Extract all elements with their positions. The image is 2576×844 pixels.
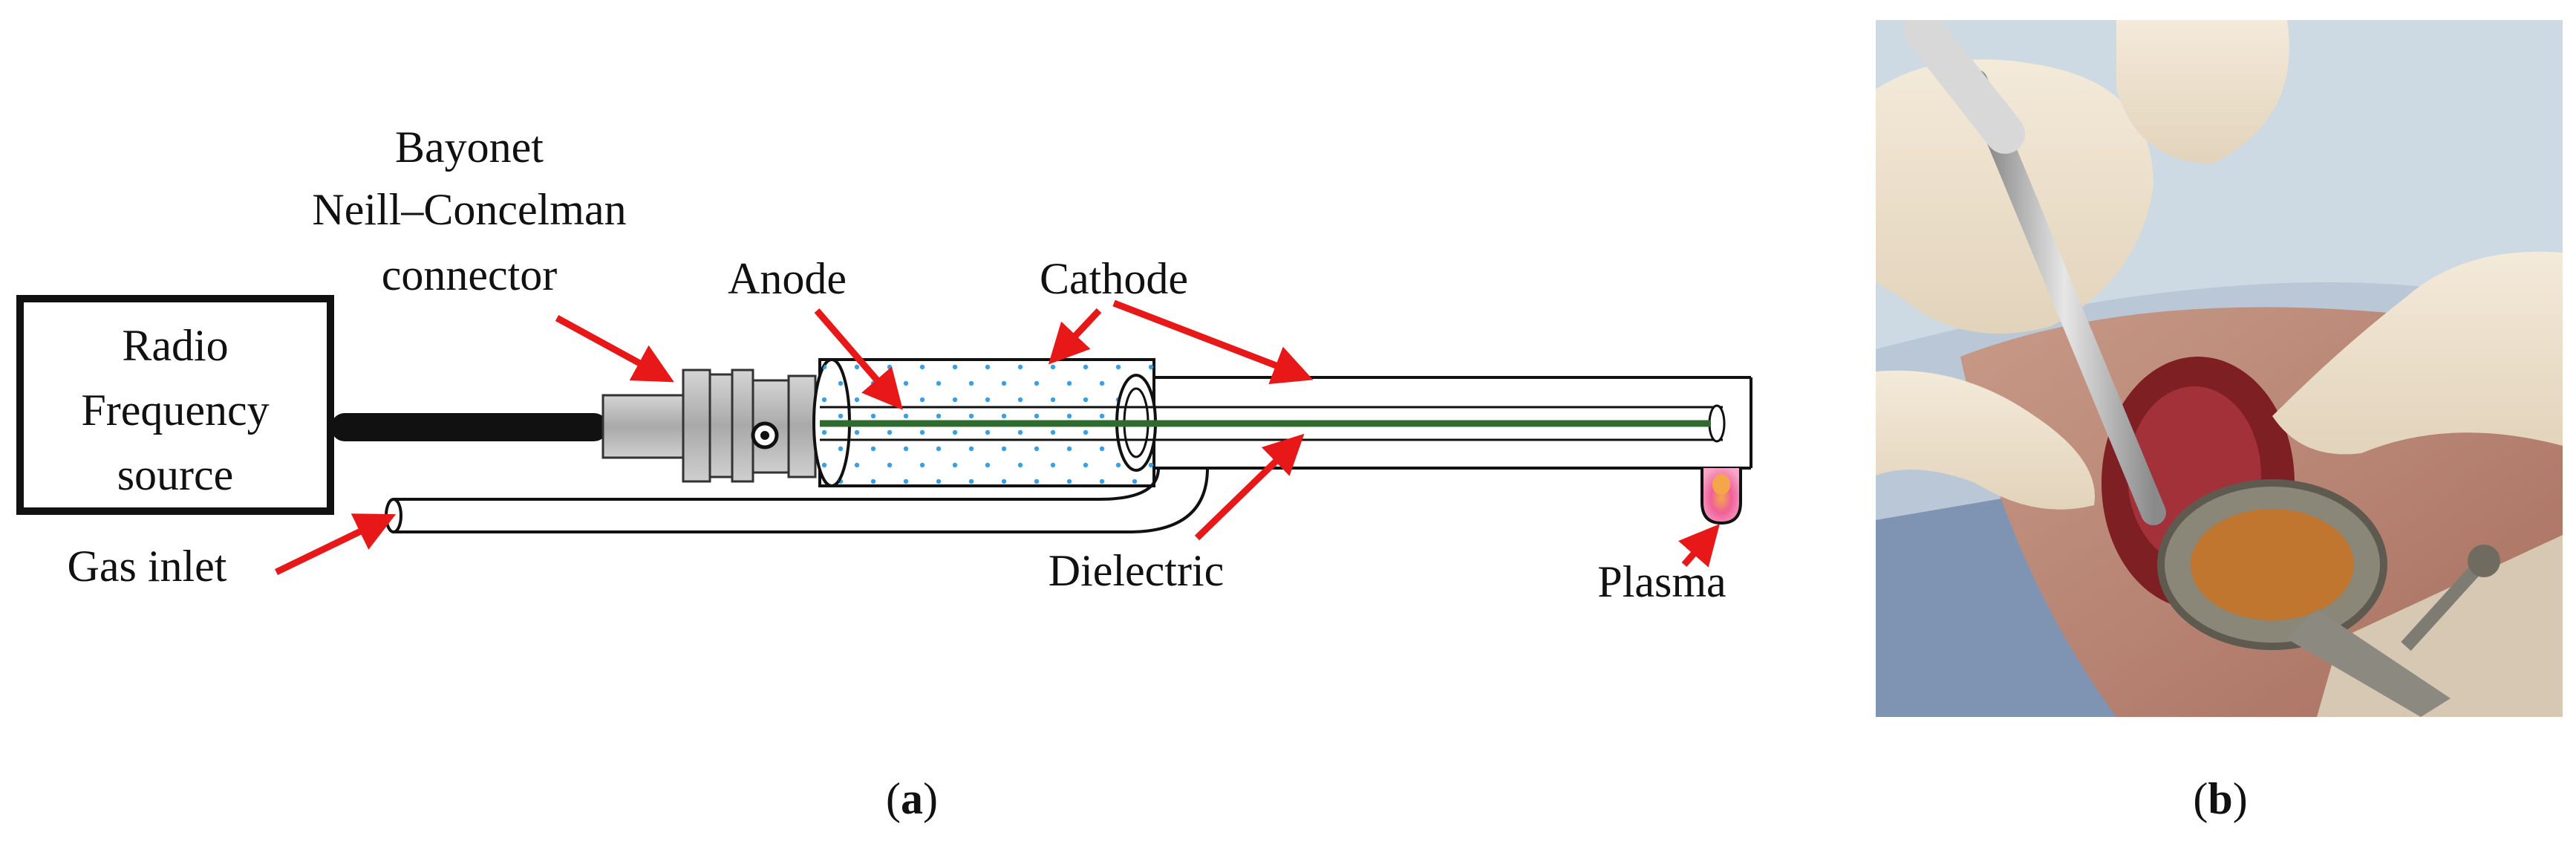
- plasma-outlet: [1701, 468, 1742, 525]
- gas-inlet-arrow: [275, 513, 397, 576]
- bnc-label-line1: Bayonet: [395, 123, 544, 172]
- panel-a-diagram: Radio Frequency source: [16, 123, 1752, 823]
- gas-inlet-label: Gas inlet: [68, 542, 227, 591]
- coax-cable: [331, 413, 607, 441]
- rf-source-label-line3: source: [117, 450, 234, 499]
- caption-b: (b): [2193, 774, 2247, 823]
- plasma-label: Plasma: [1597, 557, 1726, 606]
- anode-label: Anode: [728, 254, 847, 303]
- surgical-photo: [1876, 20, 2563, 717]
- cathode-arrow-1: [1048, 308, 1102, 365]
- bnc-arrow: [555, 315, 674, 383]
- panel-b-photo: (b): [1876, 20, 2563, 823]
- bnc-label-line3: connector: [382, 250, 558, 299]
- bnc-label-line2: Neill–Concelman: [312, 185, 626, 234]
- caption-a: (a): [886, 774, 938, 823]
- bnc-connector: [601, 369, 817, 483]
- rf-source-label-line2: Frequency: [81, 386, 269, 435]
- rf-source-box: Radio Frequency source: [16, 295, 334, 515]
- dielectric-label: Dielectric: [1049, 546, 1225, 595]
- dielectric-arrow: [1194, 433, 1305, 541]
- cathode-label: Cathode: [1040, 254, 1188, 303]
- rf-source-label-line1: Radio: [122, 321, 228, 370]
- cathode-arrow-2: [1112, 299, 1314, 385]
- anode-arrow: [814, 308, 903, 410]
- plasma-arrow: [1678, 524, 1720, 568]
